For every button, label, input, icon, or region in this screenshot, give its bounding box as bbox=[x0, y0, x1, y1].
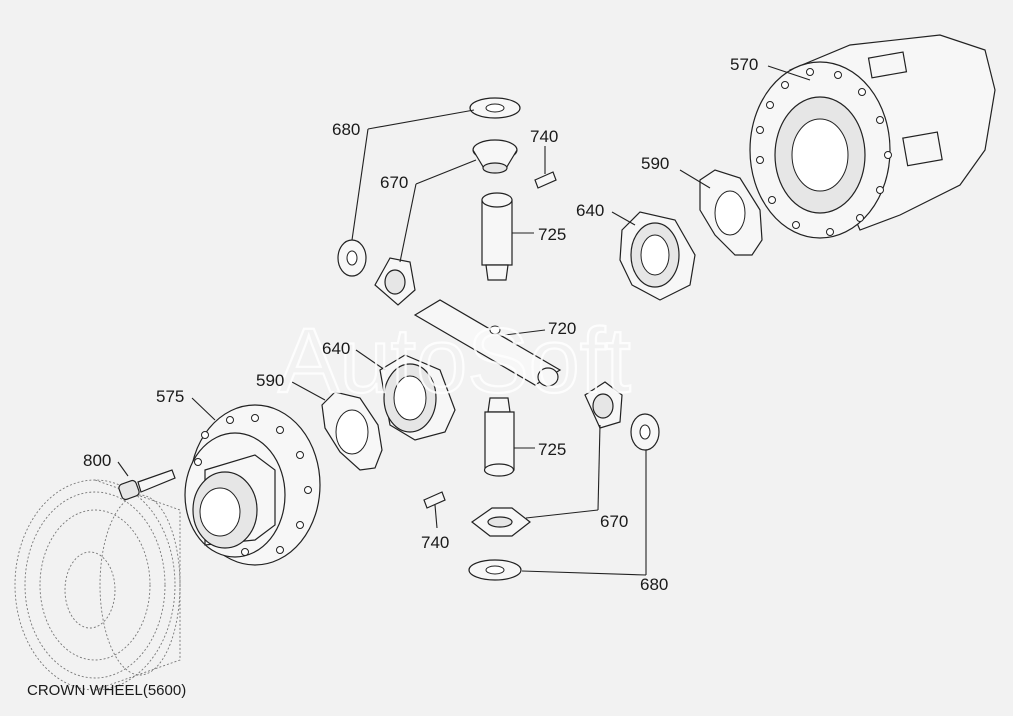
housing-575 bbox=[184, 404, 321, 566]
label-670-bottom: 670 bbox=[600, 512, 628, 531]
label-590-left: 590 bbox=[256, 371, 284, 390]
watermark-text: AutoSoft bbox=[278, 310, 631, 412]
label-720: 720 bbox=[548, 319, 576, 338]
roll-pin-740-top bbox=[534, 171, 557, 189]
pin-725-bottom bbox=[483, 397, 515, 477]
label-640-left: 640 bbox=[322, 339, 350, 358]
housing-570 bbox=[749, 34, 996, 239]
pinion-gear-670-right bbox=[584, 381, 623, 429]
label-575: 575 bbox=[156, 387, 184, 406]
label-570: 570 bbox=[730, 55, 758, 74]
crown-wheel-caption: CROWN WHEEL(5600) bbox=[27, 682, 186, 699]
pin-725-top bbox=[481, 192, 513, 281]
label-680-top: 680 bbox=[332, 120, 360, 139]
crown-wheel-ghost bbox=[14, 479, 181, 691]
label-590-right: 590 bbox=[641, 154, 669, 173]
thrust-washer-680-left bbox=[337, 239, 367, 277]
cross-shaft-720 bbox=[413, 299, 562, 387]
label-670-top: 670 bbox=[380, 173, 408, 192]
pinion-gear-670-bottom bbox=[470, 507, 531, 537]
label-800: 800 bbox=[83, 451, 111, 470]
leader-lines bbox=[117, 65, 811, 576]
label-725-bottom: 725 bbox=[538, 440, 566, 459]
pinion-gear-670-upper-left bbox=[374, 257, 416, 306]
label-740-top: 740 bbox=[530, 127, 558, 146]
label-640-right: 640 bbox=[576, 201, 604, 220]
thrust-washer-680-bottom bbox=[468, 559, 522, 581]
label-740-bottom: 740 bbox=[421, 533, 449, 552]
side-gear-640-right bbox=[619, 211, 696, 301]
label-725-top: 725 bbox=[538, 225, 566, 244]
side-gear-640-left bbox=[379, 354, 456, 441]
bolt-800 bbox=[118, 469, 176, 501]
thrust-plate-590-left bbox=[321, 391, 383, 471]
thrust-washer-680-top bbox=[469, 97, 521, 119]
thrust-washer-680-right bbox=[630, 413, 660, 451]
roll-pin-740-bottom bbox=[423, 491, 446, 509]
thrust-plate-590-right bbox=[699, 169, 763, 256]
pinion-gear-670-top bbox=[472, 139, 518, 174]
label-680-bottom: 680 bbox=[640, 575, 668, 594]
